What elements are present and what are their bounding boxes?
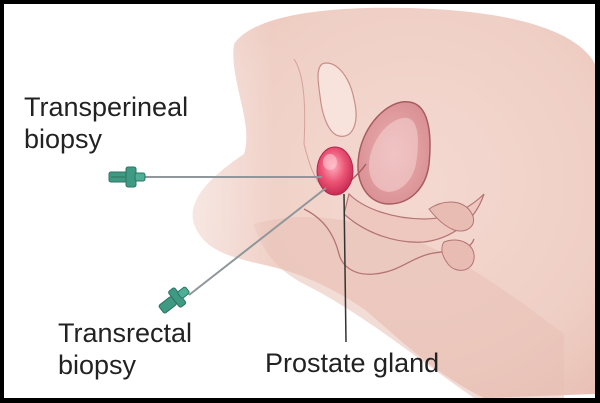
transperineal-biopsy-label: Transperineal biopsy [24,91,188,155]
transrectal-needle [158,187,327,314]
prostate-leader-line [343,193,347,343]
rectum [343,192,485,243]
transperineal-label-line1: Transperineal [24,92,189,122]
transrectal-biopsy-label: Transrectal biopsy [58,317,192,381]
anatomy-illustration [108,4,595,398]
transrectal-label-line2: biopsy [58,350,137,380]
prostate-gland-label: Prostate gland [265,348,440,378]
prostate-gland [316,146,354,196]
diagram-frame: Transperineal biopsy Transrectal biopsy … [4,4,595,398]
transrectal-label-line1: Transrectal [58,318,193,348]
transperineal-label-line2: biopsy [24,124,103,154]
thigh-shadow [254,216,564,398]
transperineal-needle [108,166,322,188]
pelvic-bone [317,62,357,137]
